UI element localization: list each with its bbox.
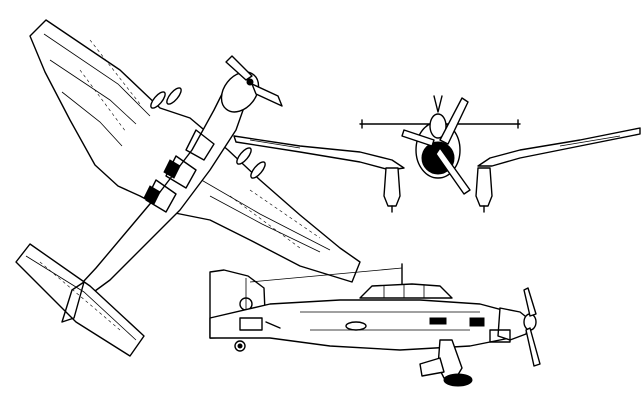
top-view-tailplane [15, 243, 145, 357]
front-view-gear-left [383, 167, 401, 207]
side-view [209, 263, 541, 387]
front-view [233, 95, 641, 213]
side-view-canopy [359, 283, 453, 299]
front-view-gear-right [475, 167, 493, 207]
front-view-propeller [439, 97, 469, 145]
side-view-propeller [523, 287, 537, 317]
front-view-wing-right [477, 127, 641, 167]
top-view [15, 19, 361, 357]
top-view-propeller [225, 55, 253, 81]
